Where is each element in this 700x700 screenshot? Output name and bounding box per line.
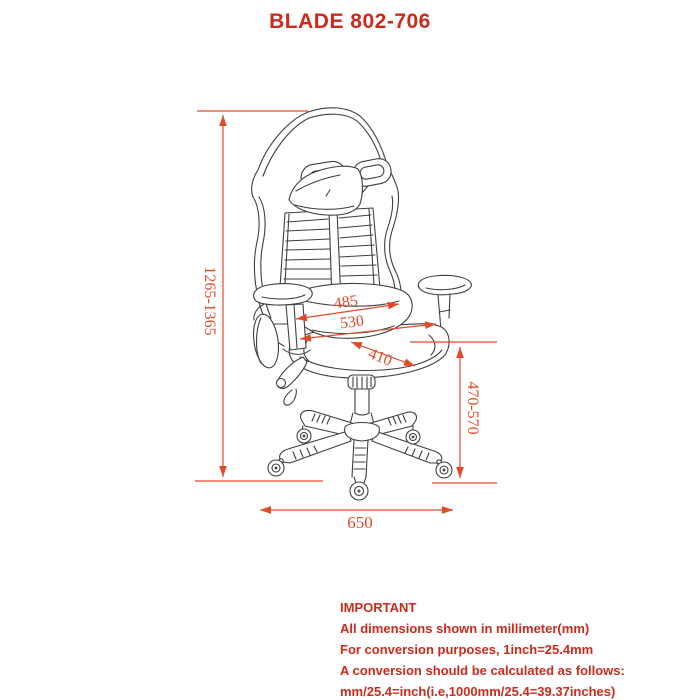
page-title: BLADE 802-706: [269, 10, 431, 33]
casters: [267, 425, 453, 501]
notes-heading: IMPORTANT: [340, 600, 417, 615]
conversion-notes: IMPORTANT All dimensions shown in millim…: [340, 597, 625, 700]
gas-lift: [347, 374, 376, 425]
notes-line: For conversion purposes, 1inch=25.4mm: [340, 642, 594, 657]
notes-line: mm/25.4=inch(i.e,1000mm/25.4=39.37inches…: [340, 684, 616, 699]
dimension-lines: [195, 110, 497, 514]
notes-line: All dimensions shown in millimeter(mm): [340, 621, 590, 636]
notes-line: A conversion should be calculated as fol…: [340, 663, 625, 678]
dim-line-530: [299, 321, 437, 342]
chair-drawing: [251, 107, 472, 501]
headrest-pillow: [288, 165, 369, 216]
right-armrest: [417, 274, 472, 331]
recline-lever: [275, 356, 308, 406]
dim-line-485: [295, 301, 400, 322]
base: [279, 409, 443, 478]
dim-line-410: [350, 341, 416, 367]
